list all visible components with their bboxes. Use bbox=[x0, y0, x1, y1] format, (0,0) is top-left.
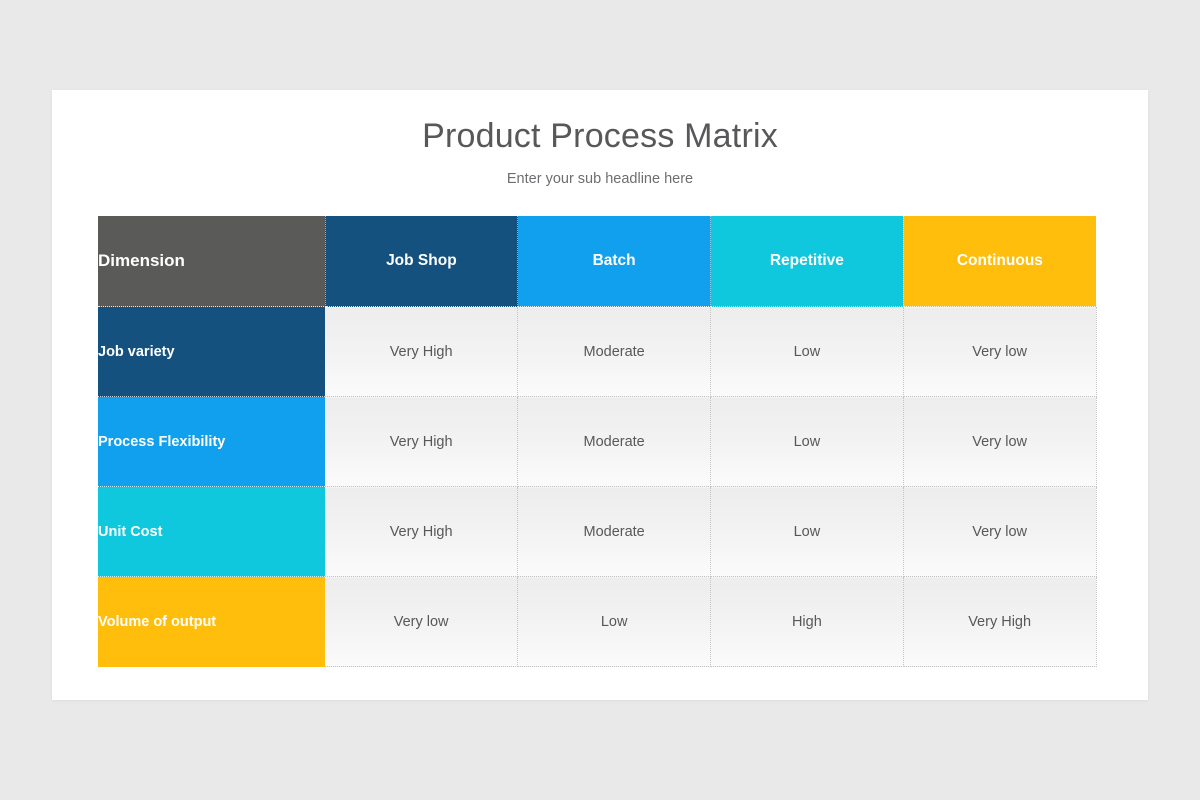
cell-process-flexibility-continuous: Very low bbox=[903, 396, 1097, 487]
product-process-matrix-table: Dimension Job Shop Batch Repetitive Cont… bbox=[98, 216, 1097, 667]
cell-volume-of-output-job-shop: Very low bbox=[325, 576, 519, 667]
cell-job-variety-job-shop: Very High bbox=[325, 306, 519, 397]
column-header-job-shop[interactable]: Job Shop bbox=[325, 216, 519, 307]
row-label-volume-of-output[interactable]: Volume of output bbox=[98, 576, 325, 667]
table-header: Dimension Job Shop Batch Repetitive Cont… bbox=[98, 216, 1096, 307]
cell-volume-of-output-continuous: Very High bbox=[903, 576, 1097, 667]
cell-volume-of-output-batch: Low bbox=[517, 576, 711, 667]
column-header-dimension[interactable]: Dimension bbox=[98, 216, 326, 307]
table-row: Volume of output Very low Low High Very … bbox=[98, 576, 1097, 667]
table-row: Process Flexibility Very High Moderate L… bbox=[98, 396, 1097, 487]
cell-unit-cost-repetitive: Low bbox=[710, 486, 904, 577]
cell-job-variety-repetitive: Low bbox=[710, 306, 904, 397]
cell-job-variety-continuous: Very low bbox=[903, 306, 1097, 397]
cell-process-flexibility-batch: Moderate bbox=[517, 396, 711, 487]
row-label-job-variety[interactable]: Job variety bbox=[98, 306, 325, 397]
column-header-continuous[interactable]: Continuous bbox=[903, 216, 1096, 307]
cell-process-flexibility-job-shop: Very High bbox=[325, 396, 519, 487]
page-subtitle: Enter your sub headline here bbox=[506, 170, 694, 187]
row-label-process-flexibility[interactable]: Process Flexibility bbox=[98, 396, 325, 487]
column-header-repetitive[interactable]: Repetitive bbox=[710, 216, 904, 307]
cell-job-variety-batch: Moderate bbox=[517, 306, 711, 397]
cell-volume-of-output-repetitive: High bbox=[710, 576, 904, 667]
cell-unit-cost-batch: Moderate bbox=[517, 486, 711, 577]
table-body: Job variety Very High Moderate Low Very … bbox=[98, 306, 1097, 667]
cell-unit-cost-job-shop: Very High bbox=[325, 486, 519, 577]
cell-unit-cost-continuous: Very low bbox=[903, 486, 1097, 577]
column-header-batch[interactable]: Batch bbox=[517, 216, 711, 307]
row-label-unit-cost[interactable]: Unit Cost bbox=[98, 486, 325, 577]
page-title: Product Process Matrix bbox=[422, 117, 778, 155]
cell-process-flexibility-repetitive: Low bbox=[710, 396, 904, 487]
table-header-row: Dimension Job Shop Batch Repetitive Cont… bbox=[98, 216, 1096, 307]
table-row: Unit Cost Very High Moderate Low Very lo… bbox=[98, 486, 1097, 577]
title-block: Product Process Matrix Enter your sub he… bbox=[52, 90, 1148, 188]
table-row: Job variety Very High Moderate Low Very … bbox=[98, 306, 1097, 397]
slide-card: Product Process Matrix Enter your sub he… bbox=[52, 90, 1148, 700]
